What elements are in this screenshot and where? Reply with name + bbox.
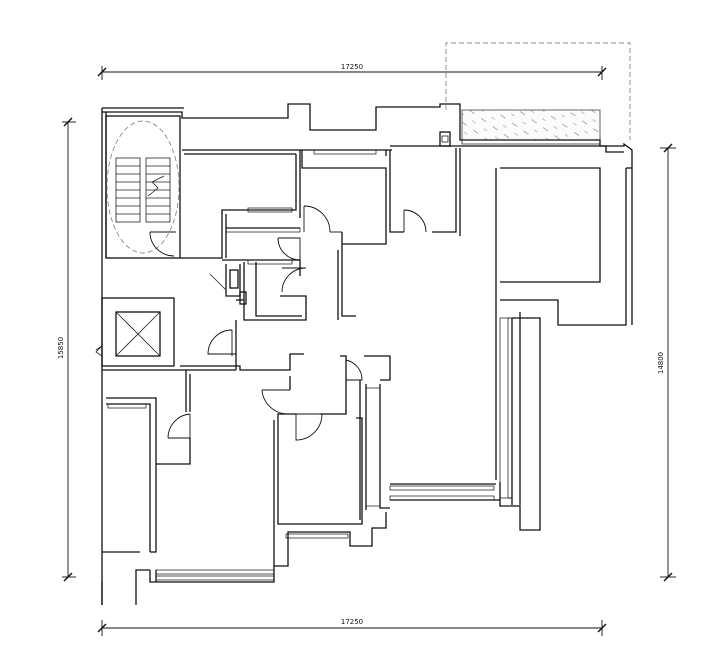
dimension-bottom-label: 17250	[341, 618, 363, 626]
dimension-left: 15850	[57, 117, 76, 582]
windows	[107, 139, 601, 581]
dimension-left-label: 15850	[57, 337, 65, 359]
elevator	[95, 297, 175, 367]
dimension-bottom: 17250	[97, 618, 607, 636]
dimension-right-label: 14800	[657, 352, 665, 374]
terrace-outline	[445, 42, 631, 140]
dimension-right: 14800	[657, 143, 676, 582]
dimension-top: 17250	[97, 63, 607, 80]
stair-core	[105, 115, 181, 259]
doors	[167, 205, 427, 441]
exterior-walls	[101, 103, 633, 605]
service-shafts	[209, 131, 451, 305]
dimension-top-label: 17250	[341, 63, 363, 71]
balcony-hatch	[461, 109, 601, 141]
